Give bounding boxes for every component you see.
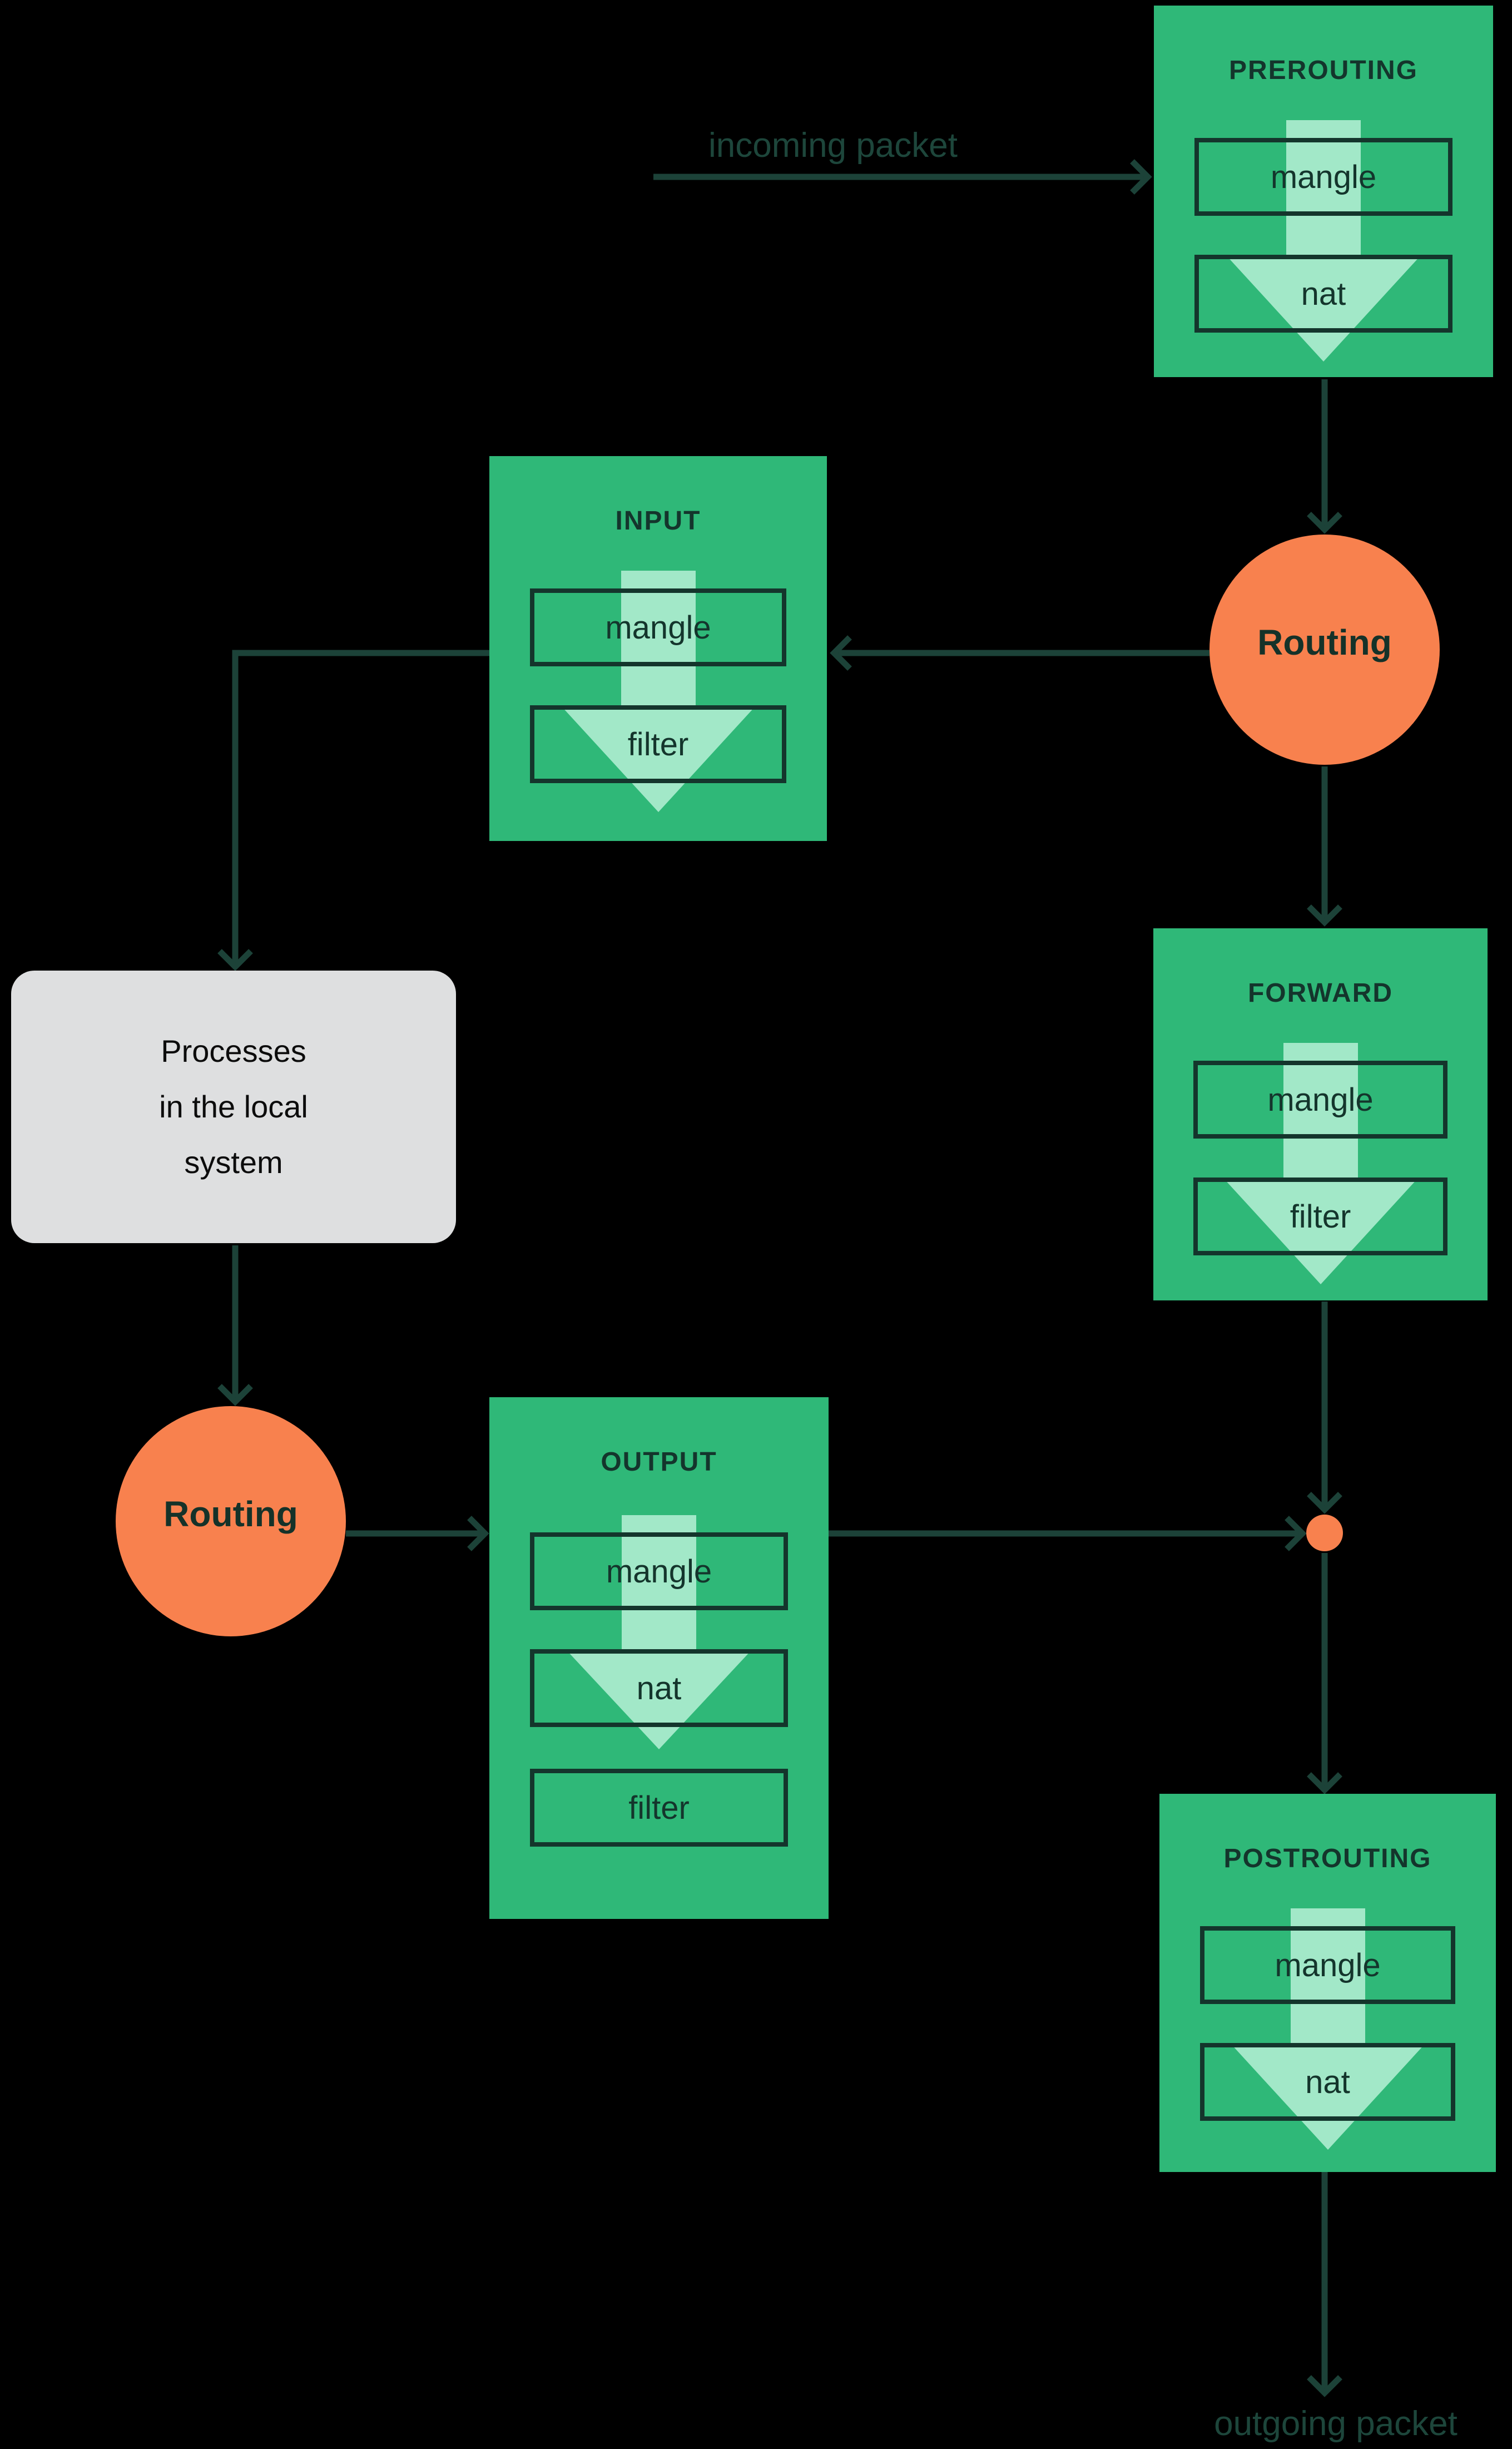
packet-flow-arrow-icon [1283, 1043, 1358, 1178]
packet-flow-arrow-icon [1286, 120, 1361, 255]
process-box-line: Processes [161, 1033, 306, 1068]
input-table-filter: filter [529, 705, 787, 783]
arrowhead-down-icon [1307, 1492, 1342, 1514]
input-table-mangle: mangle [529, 588, 787, 666]
chain-postrouting: POSTROUTING mangle nat [1159, 1794, 1496, 2172]
packet-flow-arrowhead-icon [566, 1649, 752, 1749]
prerouting-table-mangle: mangle [1194, 138, 1452, 216]
forward-table-filter: filter [1193, 1178, 1447, 1255]
table-label: filter [628, 1789, 690, 1826]
table-label: nat [1305, 2064, 1350, 2100]
packet-flow-arrow-icon [622, 1515, 696, 1649]
packet-flow-arrowhead-icon [560, 705, 756, 812]
chain-title: FORWARD [1247, 978, 1394, 1008]
process-box-line: system [184, 1145, 283, 1180]
output-table-filter: filter [530, 1769, 788, 1847]
chain-forward: FORWARD mangle filter [1153, 928, 1488, 1300]
routing-label: Routing [1257, 622, 1392, 662]
table-label: mangle [1270, 159, 1377, 195]
packet-flow-arrow-icon [1290, 1908, 1365, 2043]
edge-input-to-processes [217, 650, 489, 971]
packet-flow-arrowhead-icon [1226, 255, 1421, 362]
chain-title: INPUT [615, 506, 701, 536]
local-processes-box: Processes in the local system [11, 971, 456, 1243]
edge-junction-to-postrouting [1307, 1553, 1342, 1794]
chain-prerouting: PREROUTING mangle nat [1154, 6, 1493, 377]
edge-forward-to-junction [1307, 1302, 1342, 1514]
incoming-packet-label: incoming packet [708, 126, 958, 165]
arrowhead-right-icon [1285, 1516, 1307, 1551]
outgoing-packet-label: outgoing packet [1214, 2405, 1458, 2443]
chain-title: PREROUTING [1228, 56, 1418, 85]
table-label: nat [1301, 275, 1346, 312]
edge-outgoing-packet [1307, 2172, 1342, 2397]
arrowhead-down-icon [1307, 512, 1342, 534]
edge-incoming-packet [653, 159, 1152, 195]
routing-node-bottom: Routing [116, 1406, 346, 1636]
routing-label: Routing [163, 1494, 298, 1534]
edge-routing-to-input [830, 635, 1209, 671]
arrowhead-right-icon [1130, 159, 1152, 195]
arrowhead-down-icon [217, 1384, 253, 1406]
edge-routing-to-forward [1307, 766, 1342, 927]
arrowhead-down-icon [1307, 1772, 1342, 1794]
chain-output: OUTPUT mangle nat filter [489, 1397, 829, 1919]
chain-title: OUTPUT [601, 1447, 717, 1477]
chain-title: POSTROUTING [1223, 1844, 1432, 1873]
arrowhead-down-icon [1307, 2375, 1342, 2397]
edge-routing-to-output [346, 1516, 489, 1551]
output-table-mangle: mangle [530, 1532, 788, 1610]
edge-output-to-junction [829, 1516, 1307, 1551]
table-label: mangle [606, 1553, 712, 1590]
arrowhead-left-icon [830, 635, 852, 671]
arrowhead-down-icon [217, 949, 253, 971]
table-label: filter [627, 726, 689, 763]
process-box-line: in the local [159, 1089, 308, 1124]
arrowhead-right-icon [467, 1516, 489, 1551]
edge-processes-to-routing [217, 1245, 253, 1406]
routing-node-top: Routing [1209, 535, 1440, 765]
postrouting-table-mangle: mangle [1199, 1926, 1456, 2004]
packet-flow-arrow-icon [621, 571, 696, 705]
chain-input: INPUT mangle filter [489, 456, 827, 841]
table-label: mangle [1267, 1081, 1374, 1118]
output-table-nat: nat [530, 1649, 788, 1727]
postrouting-table-nat: nat [1199, 2043, 1456, 2121]
table-label: mangle [1275, 1947, 1381, 1983]
packet-flow-arrowhead-icon [1230, 2043, 1426, 2150]
table-label: mangle [605, 609, 711, 646]
forward-table-mangle: mangle [1193, 1061, 1447, 1139]
prerouting-table-nat: nat [1194, 255, 1452, 333]
table-label: filter [1290, 1198, 1351, 1235]
arrowhead-down-icon [1307, 904, 1342, 927]
table-label: nat [636, 1670, 682, 1706]
edge-prerouting-to-routing [1307, 379, 1342, 534]
packet-flow-arrowhead-icon [1222, 1178, 1419, 1284]
junction-dot [1306, 1515, 1343, 1551]
